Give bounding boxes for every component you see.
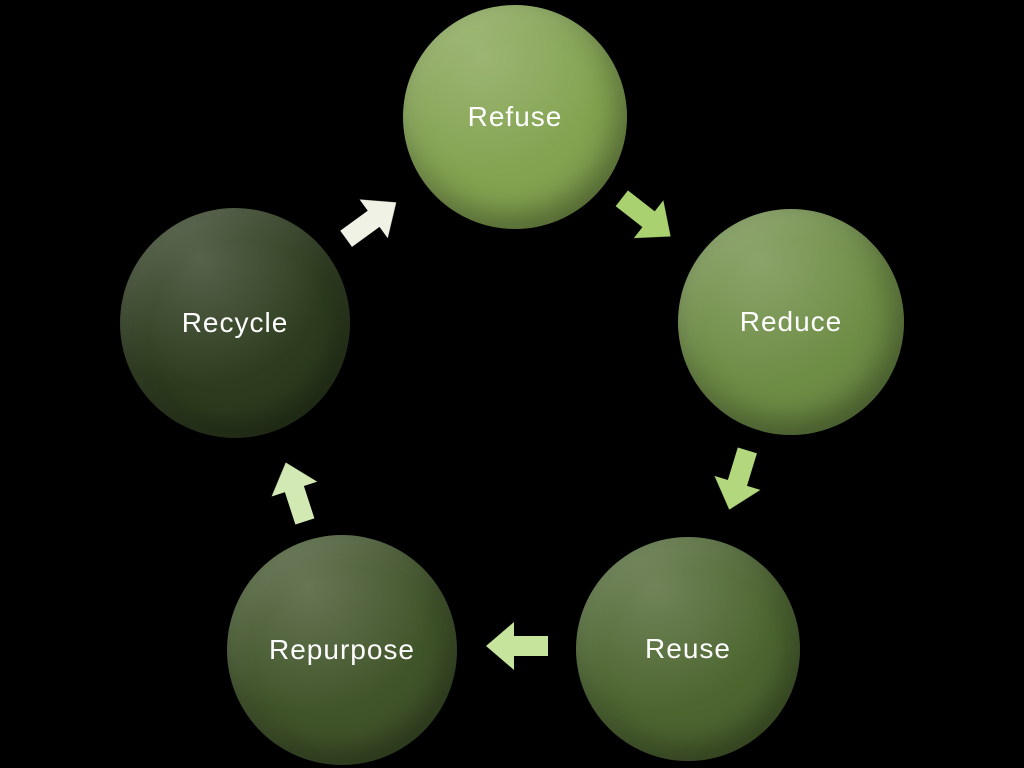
node-reuse-label: Reuse: [645, 633, 731, 664]
node-refuse-label: Refuse: [467, 101, 563, 132]
arrow-reuse-to-repurpose-icon: [484, 619, 548, 673]
arrow-repurpose-to-recycle-icon: [259, 452, 330, 530]
arrow-refuse-to-reduce-icon: [605, 177, 689, 259]
arrow-reduce-to-reuse-icon: [703, 443, 773, 520]
node-repurpose: Repurpose: [227, 535, 457, 765]
node-recycle-label: Recycle: [181, 307, 289, 338]
node-reduce: Reduce: [678, 209, 904, 435]
arrow-recycle-to-refuse-icon: [330, 179, 414, 260]
node-recycle: Recycle: [120, 208, 350, 438]
node-reduce-label: Reduce: [739, 306, 843, 337]
node-repurpose-label: Repurpose: [269, 634, 415, 665]
node-reuse: Reuse: [576, 537, 800, 761]
node-refuse: Refuse: [403, 5, 627, 229]
